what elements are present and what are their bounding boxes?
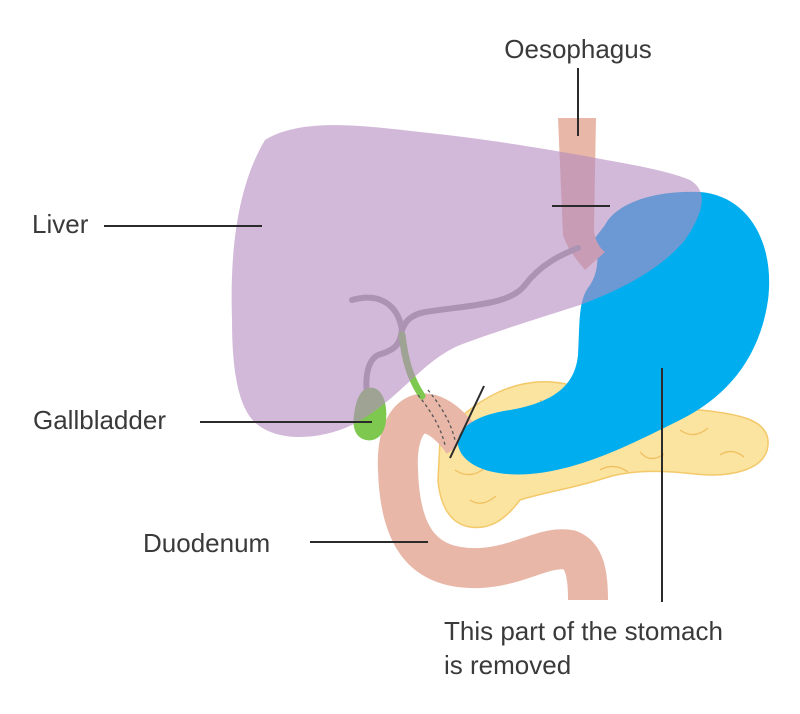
removed-label-line2: is removed [444, 650, 571, 680]
liver-label: Liver [32, 209, 89, 239]
removed-leader-left [449, 385, 485, 459]
duodenum-label: Duodenum [143, 528, 270, 558]
gallbladder-label: Gallbladder [33, 405, 166, 435]
liver[interactable] [231, 125, 702, 438]
oesophagus-label: Oesophagus [504, 34, 651, 64]
duodenum [377, 393, 608, 601]
removed-label-line1: This part of the stomach [444, 616, 723, 646]
stomach[interactable] [457, 191, 770, 475]
